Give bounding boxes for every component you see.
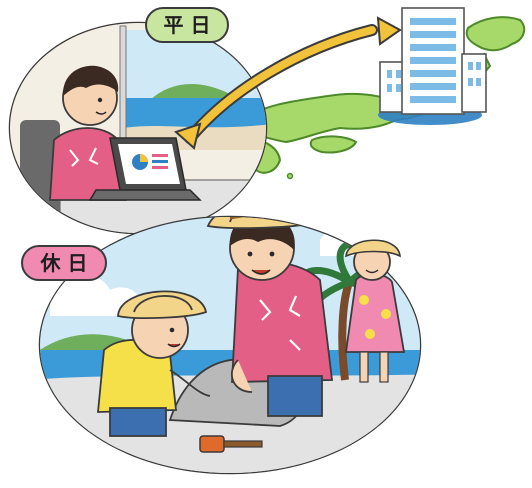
double-headed-arrow-icon [174,16,402,150]
office-building-icon [378,7,487,125]
holiday-badge: 休 日 [21,245,107,281]
weekday-badge: 平 日 [145,7,229,43]
laptop-icon [88,137,202,201]
holiday-label: 休 日 [40,251,88,275]
toy-shovel-icon [199,435,263,453]
mother-figure [344,239,406,383]
weekday-label: 平 日 [164,13,211,37]
